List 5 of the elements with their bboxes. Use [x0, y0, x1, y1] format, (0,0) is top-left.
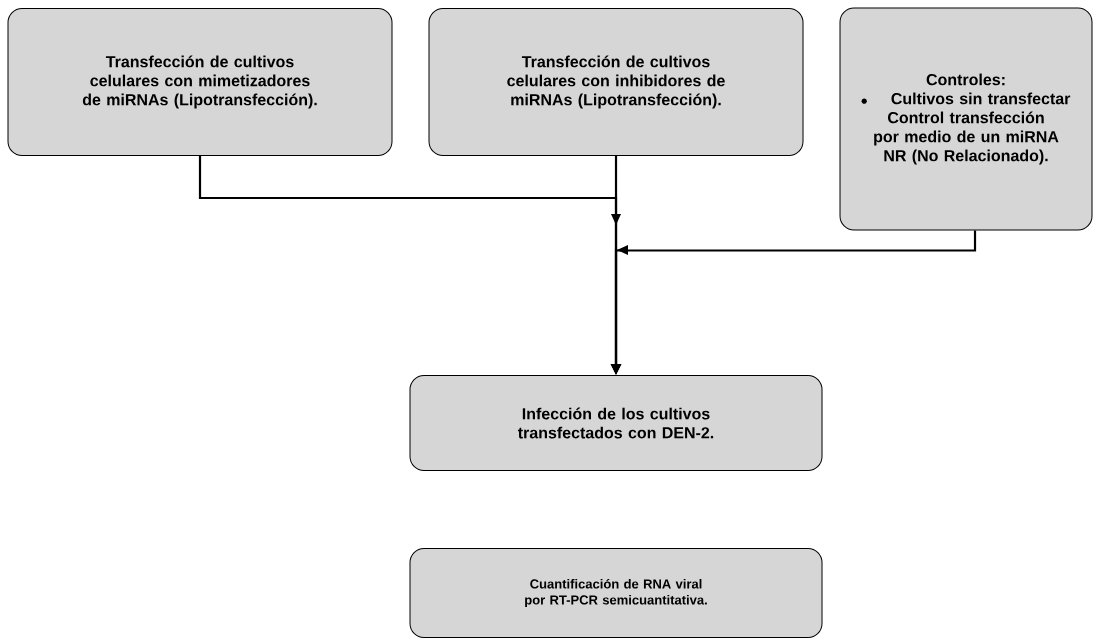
process-box: Controles: Cultivos sin transfectar Control transfección por medio de un miRNA NR (No Relacionado).	[839, 7, 1093, 231]
process-box: Cuantificación de RNA viral por RT-PCR semicuantitativa.	[409, 548, 823, 638]
process-box: Transfección de cultivos celulares con mimetizadores de miRNAs (Lipotransfección).	[7, 8, 393, 156]
process-box: Transfección de cultivos celulares con inhibidores de miRNAs (Lipotransfección).	[428, 8, 804, 156]
process-box: Infección de los cultivos transfectados con DEN-2.	[409, 375, 823, 471]
